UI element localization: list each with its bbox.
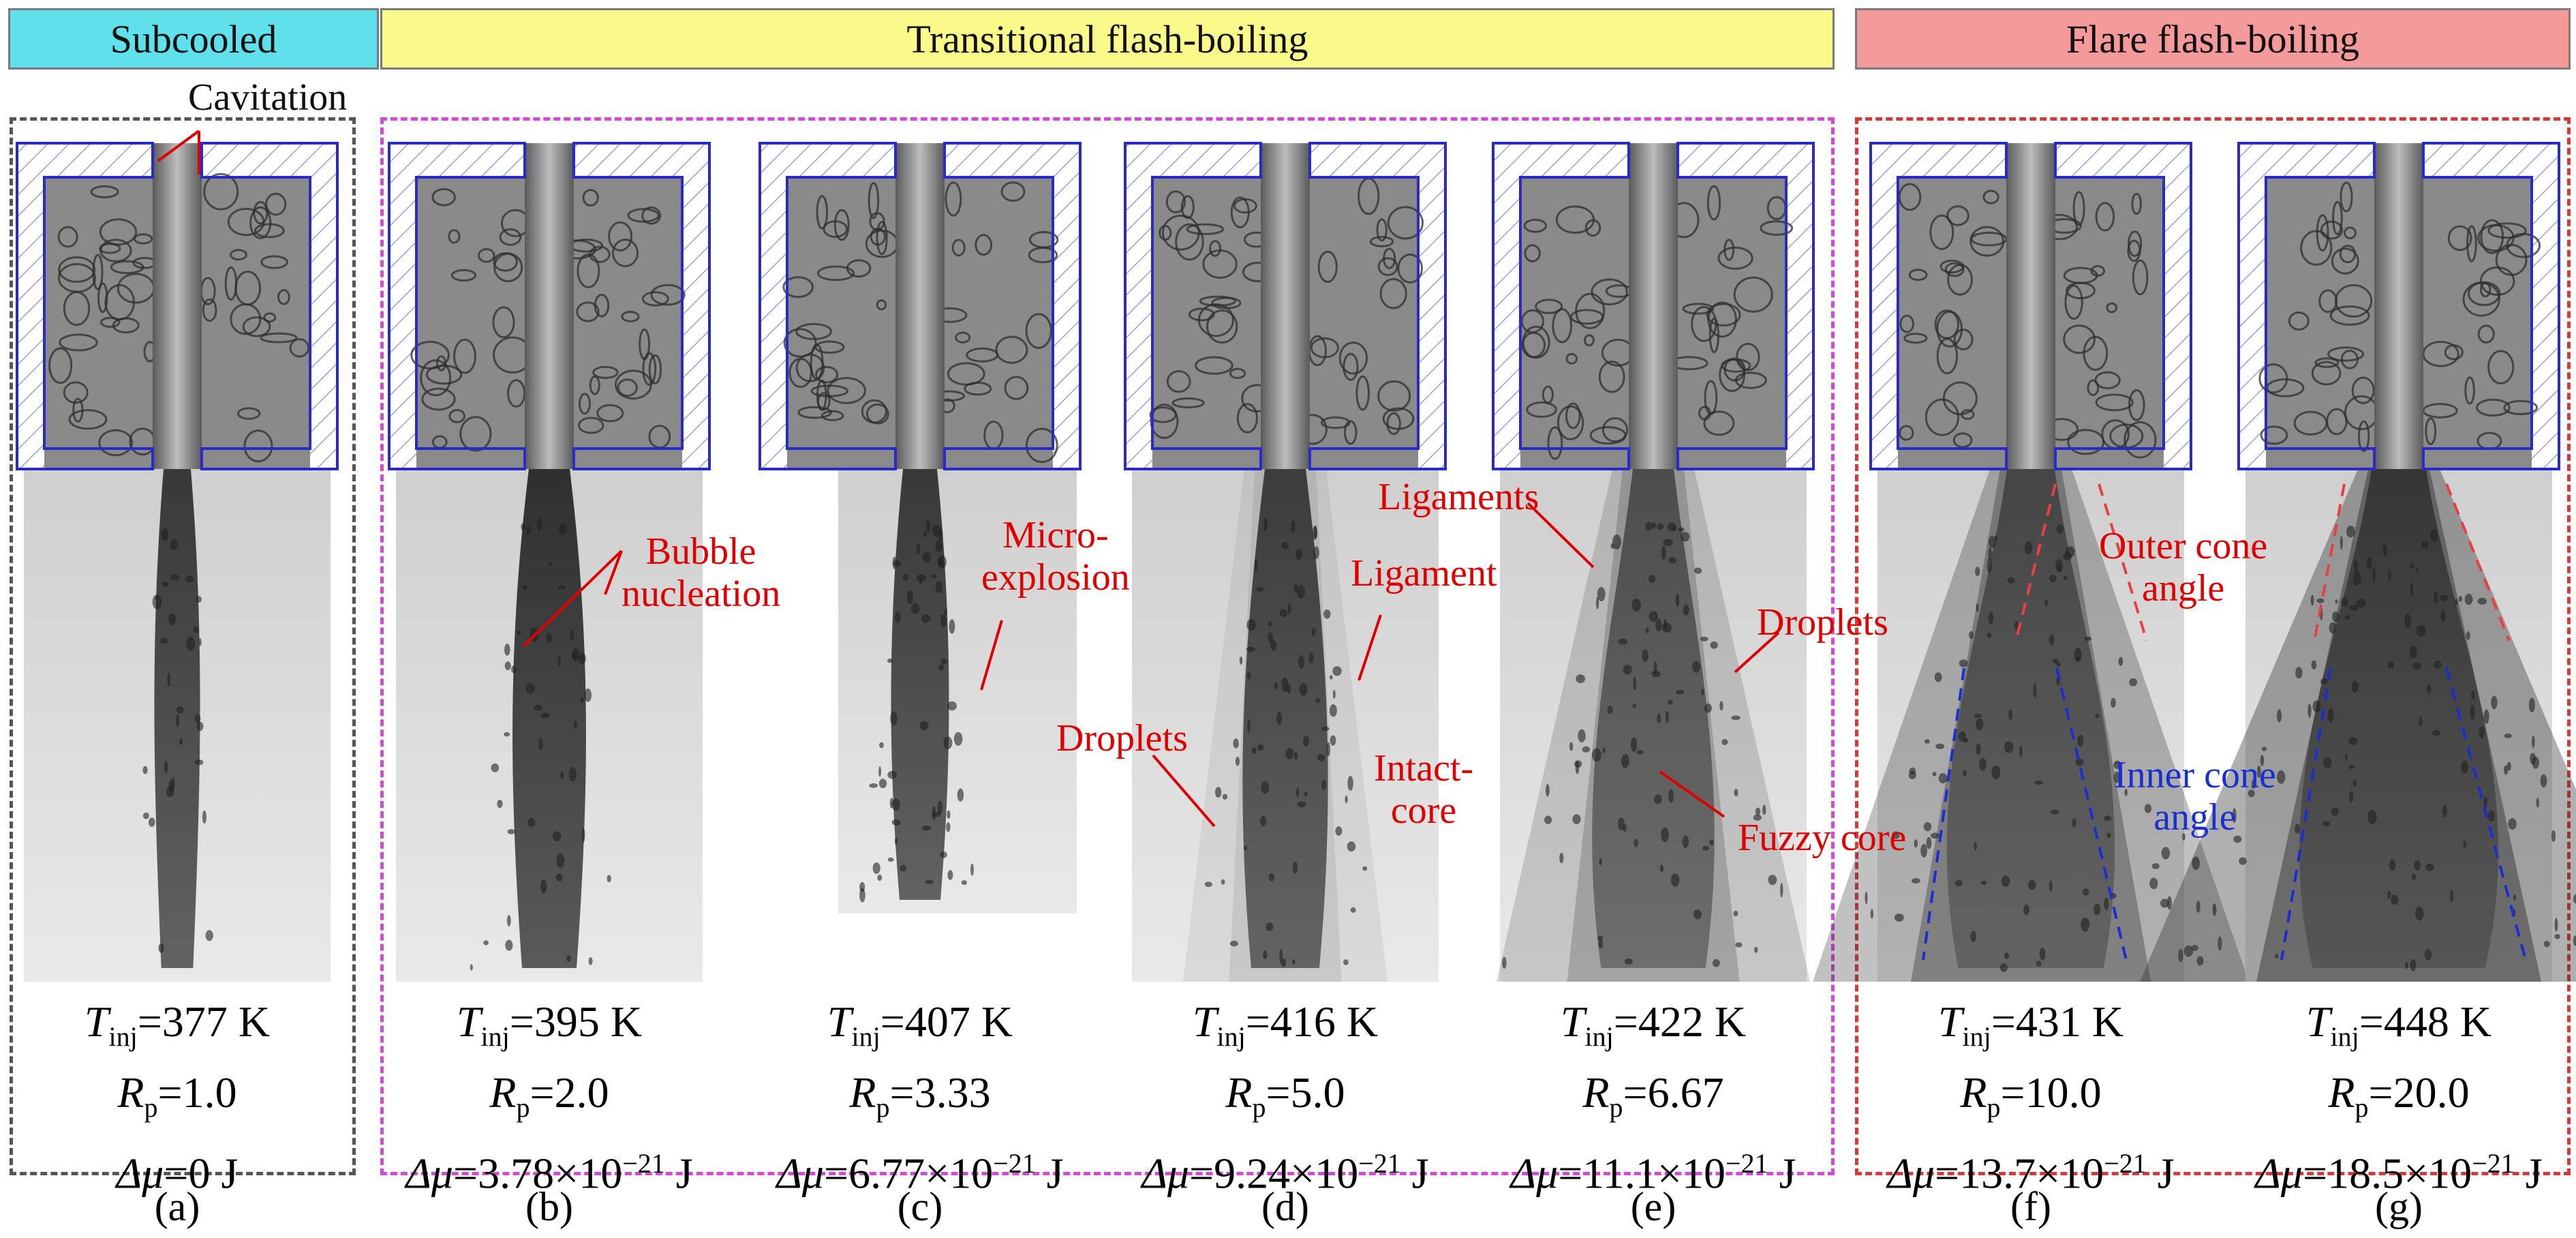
annotation-bubble-nucleation: Bubble nucleation xyxy=(622,530,781,615)
param-pressure-ratio: Rp=6.67 xyxy=(1582,1068,1724,1123)
annotation-lines xyxy=(157,130,1780,828)
annotation-micro-explosion: Micro- explosion xyxy=(981,514,1130,599)
param-pressure-ratio: Rp=2.0 xyxy=(489,1068,609,1123)
param-delta-mu: Δμ=6.77×10−21 J xyxy=(776,1147,1064,1197)
param-delta-mu: Δμ=11.1×10−21 J xyxy=(1510,1147,1796,1197)
annotation-cavitation: Cavitation xyxy=(188,76,348,119)
panel-letter-g: (g) xyxy=(2375,1184,2423,1229)
param-pressure-ratio: Rp=3.33 xyxy=(849,1068,991,1123)
header-flare-label: Flare flash-boiling xyxy=(2066,16,2360,61)
param-temperature: Tinj=431 K xyxy=(1937,997,2124,1052)
param-delta-mu: Δμ=9.24×10−21 J xyxy=(1141,1147,1429,1197)
spray-panel-a xyxy=(16,142,339,982)
spray-panel-g xyxy=(2140,142,2576,982)
param-temperature: Tinj=395 K xyxy=(456,997,643,1052)
annotation-inner-cone-angle: Inner cone angle xyxy=(2114,754,2276,839)
param-pressure-ratio: Rp=10.0 xyxy=(1960,1068,2102,1123)
panel-letter-a: (a) xyxy=(154,1184,200,1229)
group-transitional-border xyxy=(380,117,1835,1175)
param-pressure-ratio: Rp=1.0 xyxy=(117,1068,237,1123)
panel-letter-c: (c) xyxy=(897,1184,943,1229)
panel-letter-b: (b) xyxy=(525,1184,573,1229)
cone-angle-lines xyxy=(1922,483,2527,961)
annotation-ligaments: Ligaments xyxy=(1378,476,1539,518)
header-flare: Flare flash-boiling xyxy=(1855,8,2571,70)
panel-letter-d: (d) xyxy=(1261,1184,1309,1229)
spray-panel-f xyxy=(1813,142,2249,982)
param-temperature: Tinj=377 K xyxy=(84,997,271,1052)
header-subcooled: Subcooled xyxy=(8,8,379,70)
header-subcooled-label: Subcooled xyxy=(110,16,277,61)
param-temperature: Tinj=416 K xyxy=(1192,997,1379,1052)
spray-panel-b xyxy=(388,142,711,982)
param-temperature: Tinj=422 K xyxy=(1560,997,1747,1052)
annotation-intact-core: Intact- core xyxy=(1374,747,1474,832)
param-temperature: Tinj=448 K xyxy=(2305,997,2492,1052)
group-subcooled-border xyxy=(10,117,356,1175)
spray-panel-e xyxy=(1492,142,1815,982)
header-transitional-label: Transitional flash-boiling xyxy=(906,16,1308,61)
group-flare-border xyxy=(1855,117,2571,1175)
param-delta-mu: Δμ=3.78×10−21 J xyxy=(405,1147,693,1197)
annotation-droplets-e: Droplets xyxy=(1757,601,1888,644)
panel-letter-e: (e) xyxy=(1630,1184,1676,1229)
header-transitional: Transitional flash-boiling xyxy=(380,8,1835,70)
spray-panel-c xyxy=(758,142,1082,914)
spray-panel-d xyxy=(1124,142,1447,982)
param-delta-mu: Δμ=18.5×10−21 J xyxy=(2255,1147,2543,1197)
annotation-droplets-d: Droplets xyxy=(1056,717,1188,759)
param-pressure-ratio: Rp=20.0 xyxy=(2328,1068,2470,1123)
panel-letter-f: (f) xyxy=(2010,1184,2051,1229)
param-pressure-ratio: Rp=5.0 xyxy=(1225,1068,1345,1123)
param-delta-mu: Δμ=13.7×10−21 J xyxy=(1887,1147,2175,1197)
annotation-outer-cone-angle: Outer cone angle xyxy=(2099,525,2268,609)
param-temperature: Tinj=407 K xyxy=(827,997,1013,1052)
annotation-ligament: Ligament xyxy=(1351,552,1497,594)
param-delta-mu: Δμ=0 J xyxy=(116,1148,239,1197)
annotation-fuzzy-core: Fuzzy core xyxy=(1738,817,1907,859)
